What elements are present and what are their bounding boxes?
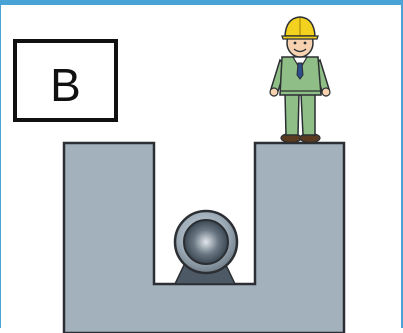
trench-scene <box>62 16 346 333</box>
construction-worker-icon <box>269 16 331 144</box>
label-letter: B <box>50 58 81 111</box>
trench-cross-section <box>62 141 346 333</box>
pipe-icon <box>173 209 239 275</box>
label-box: B <box>13 39 118 122</box>
